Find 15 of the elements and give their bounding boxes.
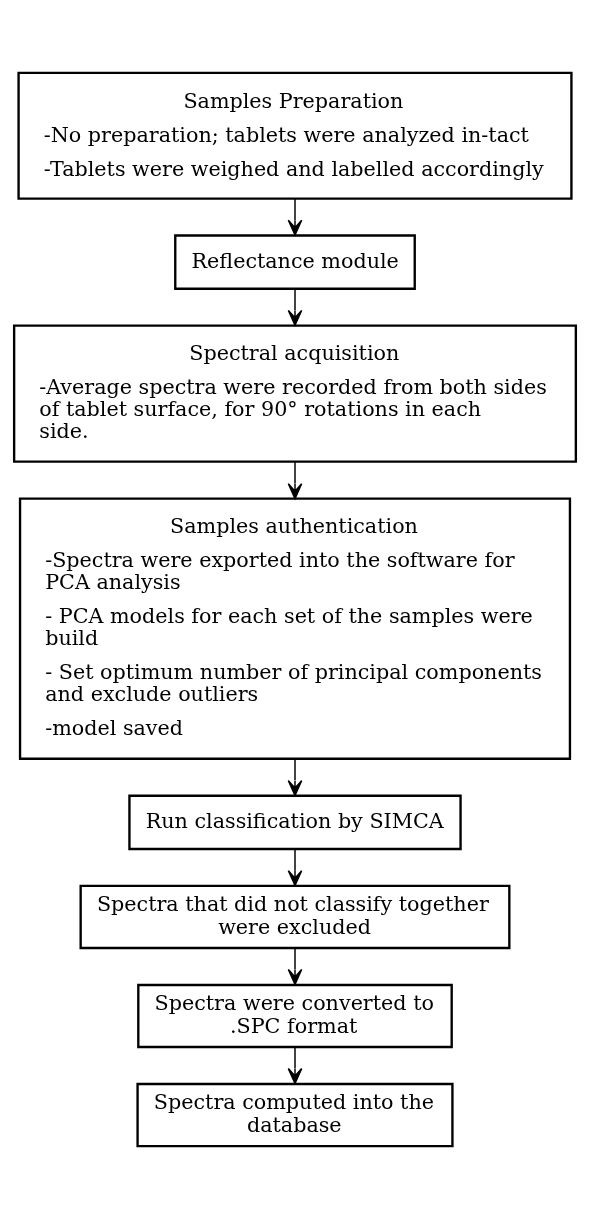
- node-box: Samples Preparation -No preparation; tablets were analyzed in-tact -Tablets were weighed and labelled accordingly: [17, 71, 573, 200]
- node-box: Spectra computed into the database: [136, 1082, 454, 1147]
- node-box: Spectra that did not classify together were excluded: [79, 884, 511, 949]
- arrow: [287, 757, 303, 796]
- arrow: [287, 947, 303, 985]
- arrow: [287, 848, 303, 886]
- arrow: [287, 461, 303, 499]
- node-box: Run classification by SIMCA: [128, 794, 462, 850]
- node-box: Spectral acquisition -Average spectra were recorded from both sides of tablet surface, for 90° rotations in each side.: [12, 324, 578, 463]
- arrow: [287, 1046, 303, 1084]
- node-box: Samples authentication -Spectra were exported into the software for PCA analysis - PCA models for each set of the samples were build - Set optimum number of principal components and exclude outliers -model saved: [18, 496, 572, 760]
- node-box: Reflectance module: [174, 233, 416, 290]
- arrow: [287, 197, 303, 236]
- node-box: Spectra were converted to .SPC format: [137, 983, 453, 1048]
- arrow: [287, 287, 303, 326]
